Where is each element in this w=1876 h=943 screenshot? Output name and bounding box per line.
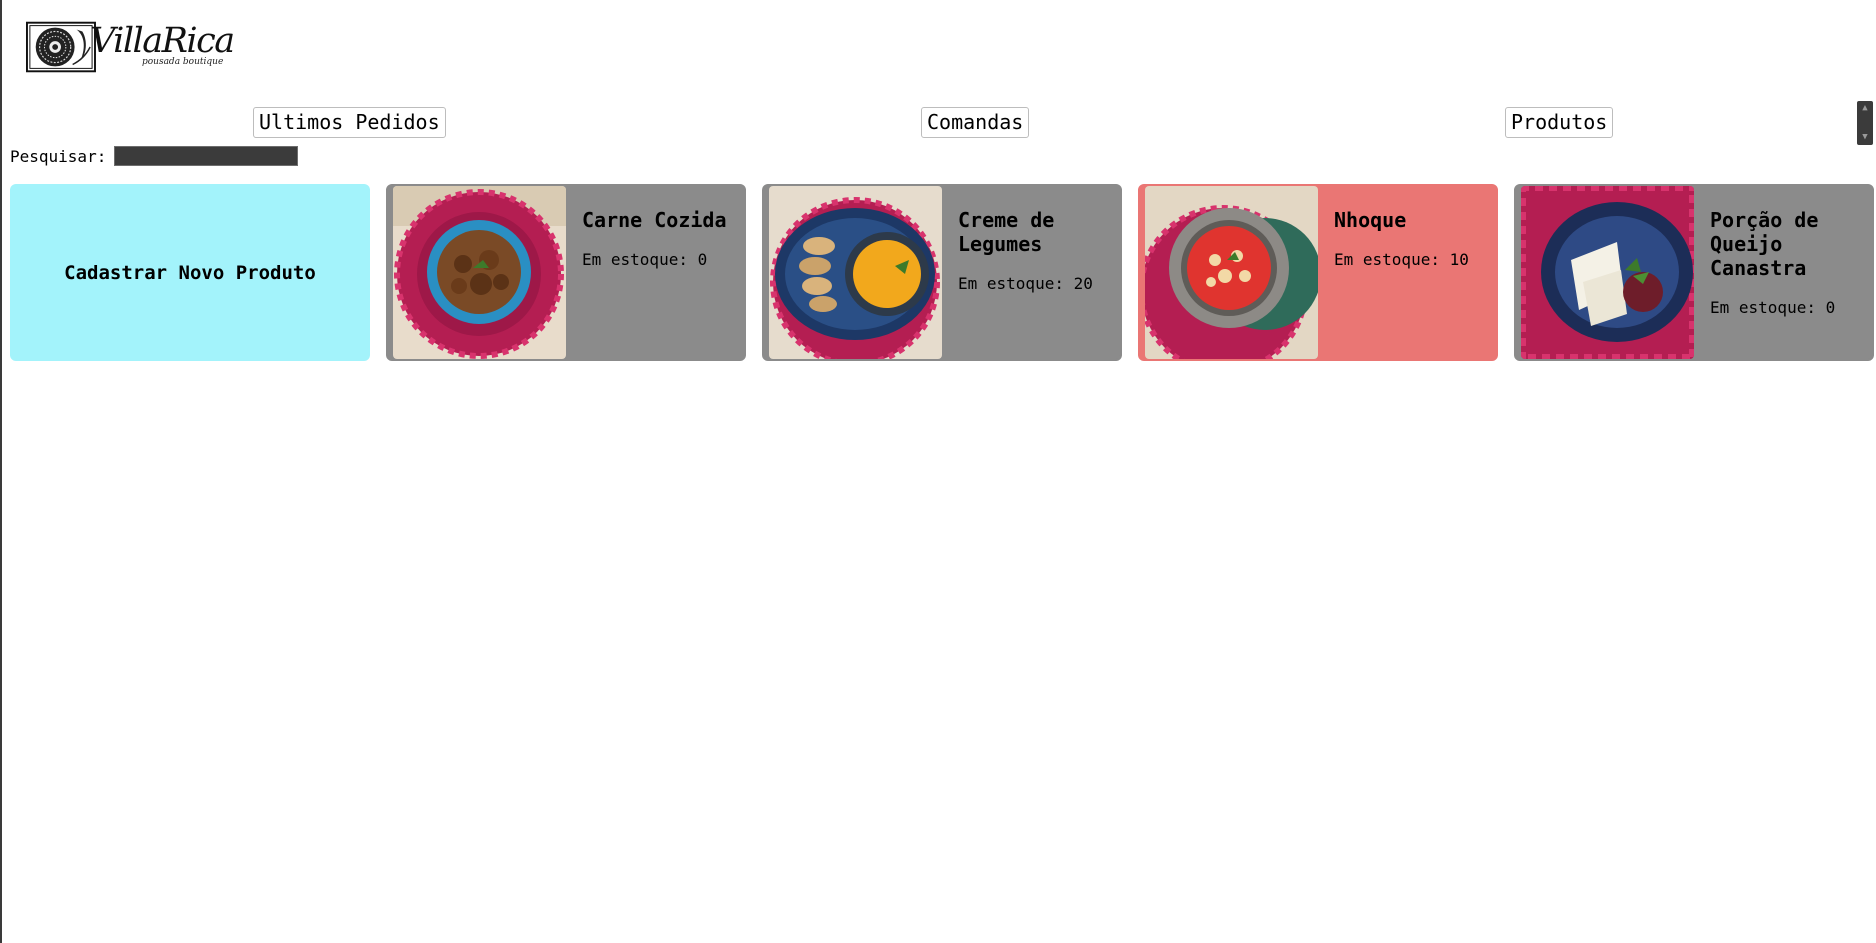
stock-label: Em estoque: <box>1710 298 1816 317</box>
product-card[interactable]: Carne Cozida Em estoque: 0 <box>386 184 746 361</box>
product-grid: Cadastrar Novo Produto Carne Cozida <box>10 184 1874 361</box>
stock-label: Em estoque: <box>1334 250 1440 269</box>
gnocchi-dish-icon <box>1145 186 1318 359</box>
stock-value: 20 <box>1073 274 1093 293</box>
product-card[interactable]: Nhoque Em estoque: 10 <box>1138 184 1498 361</box>
product-stock: Em estoque: 0 <box>582 250 732 269</box>
stock-value: 10 <box>1449 250 1469 269</box>
nav-comandas-button[interactable]: Comandas <box>921 107 1030 138</box>
search-bar: Pesquisar: <box>10 146 299 166</box>
mandala-emblem-icon <box>26 21 96 73</box>
product-name: Porção de Queijo Canastra <box>1710 208 1819 280</box>
stock-value: 0 <box>1825 298 1836 317</box>
product-stock: Em estoque: 0 <box>1710 298 1860 317</box>
stock-value: 0 <box>697 250 708 269</box>
product-image <box>393 186 566 359</box>
scroll-stepper[interactable]: ▲ ▼ <box>1857 101 1873 145</box>
nav-produtos-button[interactable]: Produtos <box>1505 107 1614 138</box>
brand-logo: VillaRica pousada boutique <box>26 19 235 75</box>
product-image <box>1145 186 1318 359</box>
nav-ultimos-pedidos-button[interactable]: Ultimos Pedidos <box>253 107 446 138</box>
window-edge <box>0 0 2 943</box>
soup-dish-icon <box>769 186 942 359</box>
product-info: Creme de Legumes Em estoque: 20 <box>958 208 1108 293</box>
stock-label: Em estoque: <box>958 274 1064 293</box>
product-card[interactable]: Porção de Queijo Canastra Em estoque: 0 <box>1514 184 1874 361</box>
product-card[interactable]: Creme de Legumes Em estoque: 20 <box>762 184 1122 361</box>
product-name: Carne Cozida <box>582 208 727 232</box>
product-info: Porção de Queijo Canastra Em estoque: 0 <box>1710 208 1860 317</box>
product-info: Carne Cozida Em estoque: 0 <box>582 208 732 269</box>
new-product-card[interactable]: Cadastrar Novo Produto <box>10 184 370 361</box>
search-label: Pesquisar: <box>10 146 107 166</box>
search-input[interactable] <box>114 146 299 166</box>
new-product-label: Cadastrar Novo Produto <box>64 261 316 284</box>
brand-tagline: pousada boutique <box>141 57 224 67</box>
product-name: Nhoque <box>1334 208 1407 232</box>
product-image <box>1521 186 1694 359</box>
brand-name: VillaRica <box>89 21 235 61</box>
brand-text: VillaRica pousada boutique <box>90 19 235 75</box>
stock-label: Em estoque: <box>582 250 688 269</box>
chevron-up-icon[interactable]: ▲ <box>1862 103 1868 113</box>
product-name: Creme de Legumes <box>958 208 1055 256</box>
cheese-dish-icon <box>1521 186 1694 359</box>
chevron-down-icon[interactable]: ▼ <box>1862 132 1868 142</box>
product-image <box>769 186 942 359</box>
stew-dish-icon <box>393 186 566 359</box>
product-stock: Em estoque: 10 <box>1334 250 1484 269</box>
product-info: Nhoque Em estoque: 10 <box>1334 208 1484 269</box>
product-stock: Em estoque: 20 <box>958 274 1108 293</box>
